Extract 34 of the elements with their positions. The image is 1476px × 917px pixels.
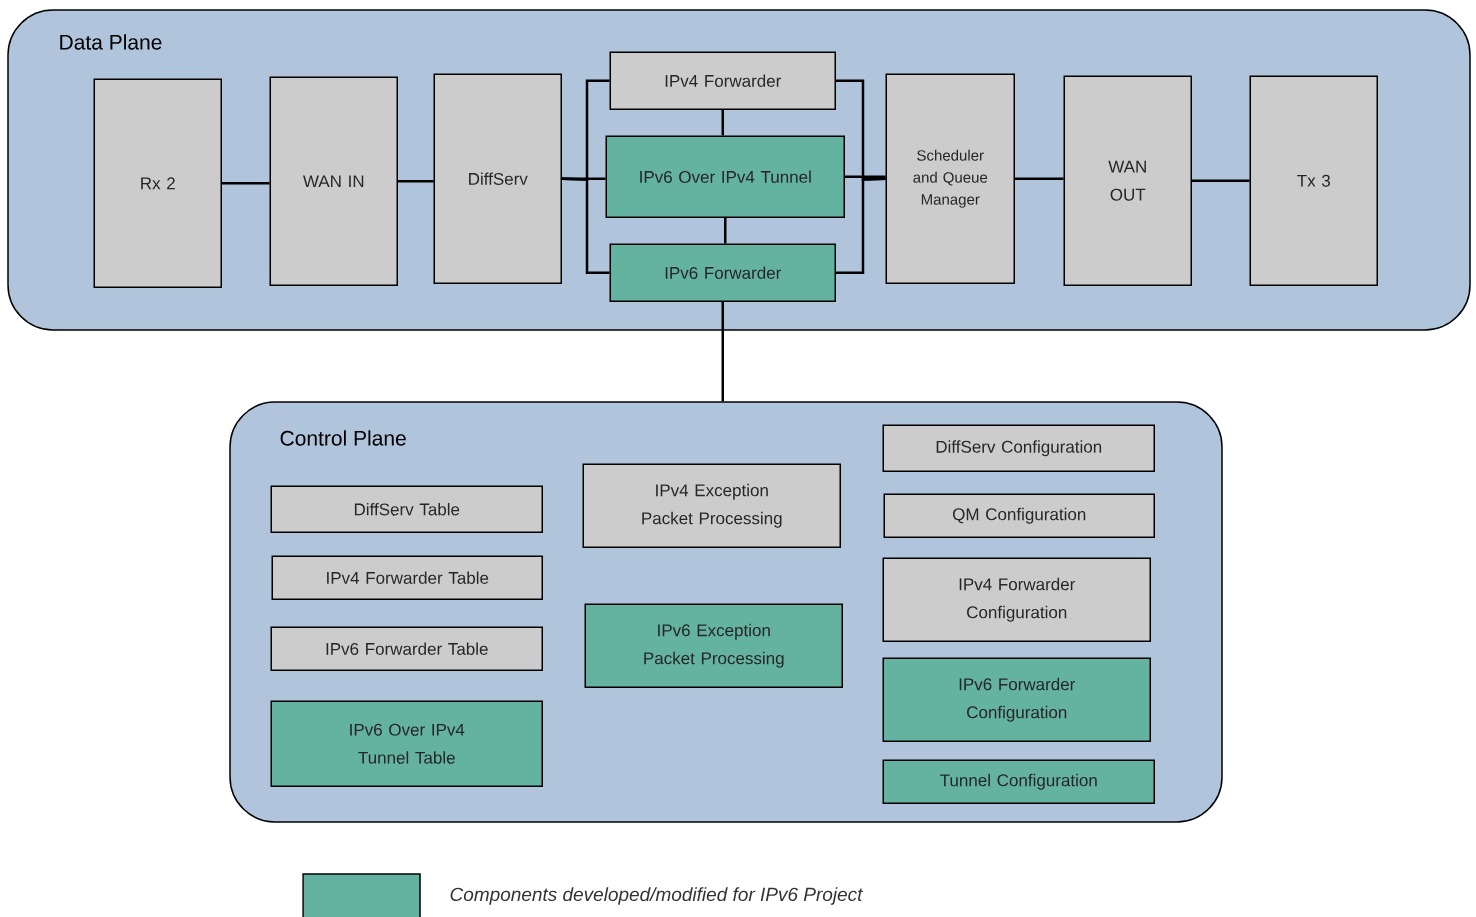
process-box: DiffServ [433,73,562,284]
process-box: Tx 3 [1249,75,1378,286]
process-box: IPv6 Over IPv4 Tunnel Table [270,700,543,787]
process-box: WAN OUT [1063,75,1192,286]
legend-text: Components developed/modified for IPv6 Project [450,887,864,905]
panel-title: Data Plane [60,34,162,50]
connector-line [222,182,270,185]
connector-line [562,177,606,180]
connector-line [1192,179,1250,182]
connector-line [721,110,724,136]
process-box: IPv6 Forwarder Table [270,626,543,671]
panel-title: Control Plane [280,430,406,446]
process-box: Tunnel Configuration [882,759,1155,804]
process-box: IPv6 Exception Packet Processing [584,603,843,688]
connector-line [724,218,727,244]
connector-line [836,177,886,274]
connector-line [561,177,610,274]
process-box: QM Configuration [883,493,1155,538]
process-box: IPv4 Forwarder Table [271,555,543,600]
process-box: IPv6 Forwarder [609,243,836,302]
process-box: DiffServ Table [270,485,543,533]
connector-line [1015,177,1064,180]
process-box: WAN IN [269,76,398,286]
connector-line [721,302,724,402]
process-box: IPv4 Forwarder Configuration [882,557,1151,642]
connector-line [398,180,434,183]
process-box: IPv6 Forwarder Configuration [882,657,1151,742]
process-box: IPv4 Forwarder [609,51,836,110]
connector-line [845,175,886,178]
process-box: IPv4 Exception Packet Processing [582,463,841,548]
process-box: DiffServ Configuration [882,424,1155,472]
process-box: IPv6 Over IPv4 Tunnel [605,135,845,218]
process-box: Scheduler and Queue Manager [885,73,1015,284]
process-box: Rx 2 [93,78,222,288]
